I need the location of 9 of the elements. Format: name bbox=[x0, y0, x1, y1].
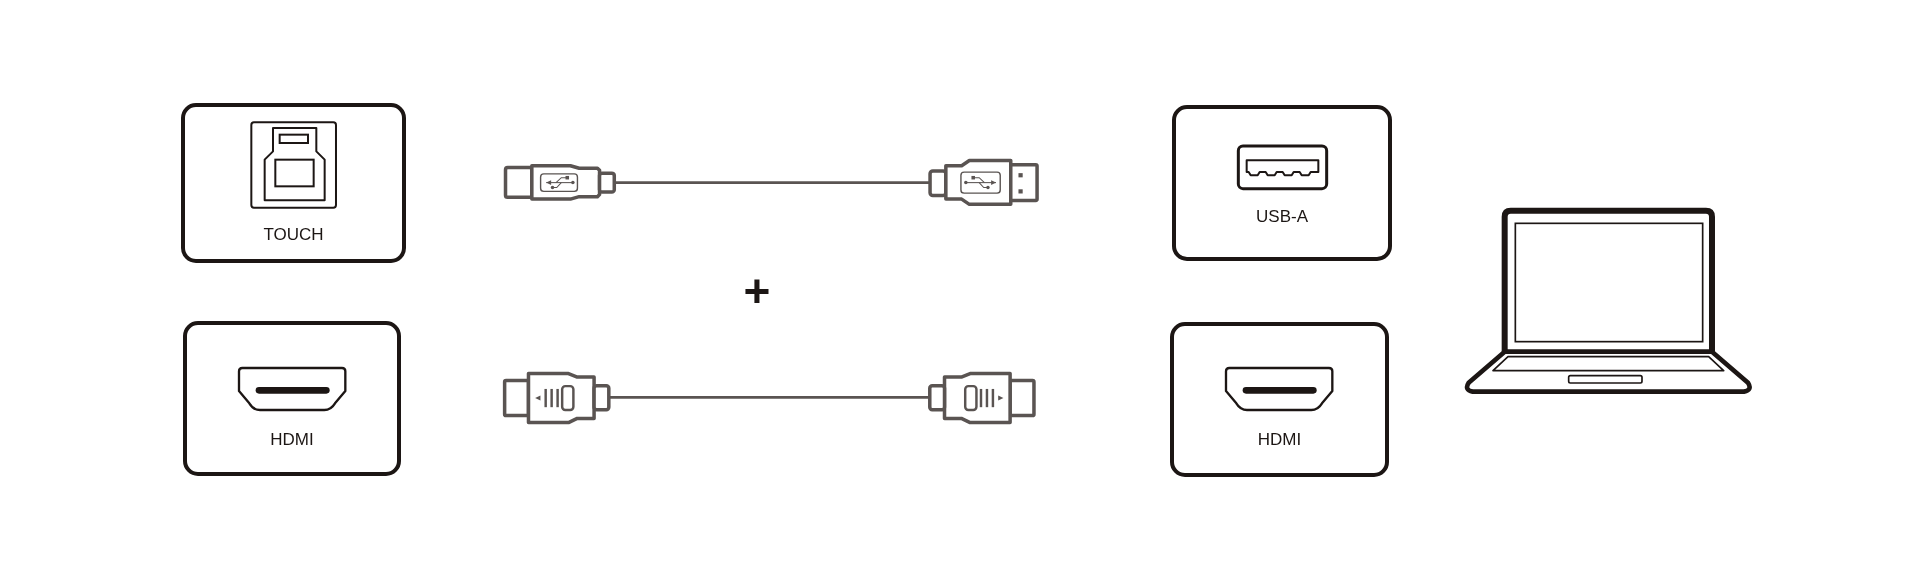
port-panel bbox=[181, 103, 406, 263]
port-label: HDMI bbox=[270, 430, 314, 450]
plus-sign: + bbox=[743, 271, 771, 311]
port-panel bbox=[183, 321, 401, 476]
port-label: TOUCH bbox=[263, 225, 324, 245]
port-label: USB-A bbox=[1256, 207, 1308, 227]
port-panel bbox=[1170, 322, 1389, 477]
port-label: HDMI bbox=[1257, 430, 1302, 450]
port-panel bbox=[1172, 105, 1392, 261]
